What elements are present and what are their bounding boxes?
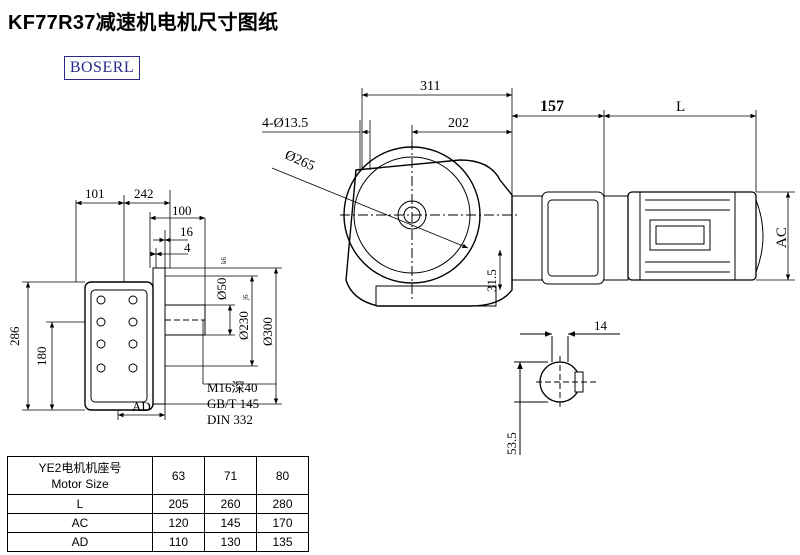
dim-phi265: Ø265 bbox=[282, 148, 317, 174]
page-title: KF77R37减速机电机尺寸图纸 bbox=[8, 12, 279, 34]
table-size-cell: 63 bbox=[152, 456, 205, 495]
table-header-cell: YE2电机机座号 Motor Size bbox=[7, 456, 153, 495]
motor-size-table: YE2电机机座号 Motor Size 63 71 80 L 205 260 2… bbox=[7, 456, 309, 552]
dim-l: L bbox=[676, 99, 685, 115]
dim-242: 242 bbox=[134, 186, 154, 201]
dim-31-5: 31.5 bbox=[484, 269, 499, 292]
table-row: AC 120 145 170 bbox=[7, 513, 309, 533]
dim-157: 157 bbox=[540, 98, 564, 115]
dim-holes: 4-Ø13.5 bbox=[262, 116, 308, 131]
dim-311: 311 bbox=[420, 79, 440, 94]
dim-phi50: Ø50 bbox=[214, 278, 229, 300]
table-cell: 110 bbox=[152, 532, 205, 552]
thread-spec-line2: GB/T 145 bbox=[207, 396, 259, 411]
table-size-cell: 80 bbox=[256, 456, 309, 495]
dim-ad: AD bbox=[132, 399, 151, 414]
dim-53-5: 53.5 bbox=[504, 432, 519, 455]
dim-phi50-tolerance: k6 bbox=[220, 257, 228, 265]
thread-spec-line1: M16深40 bbox=[207, 380, 258, 395]
table-header-line1: YE2电机机座号 bbox=[38, 460, 122, 475]
dim-286: 286 bbox=[7, 326, 22, 346]
front-view bbox=[340, 140, 764, 307]
shaft-section-labels: 14 53.5 bbox=[504, 318, 608, 455]
table-cell: 120 bbox=[152, 513, 205, 533]
dim-100: 100 bbox=[172, 203, 192, 218]
thread-spec-line3: DIN 332 bbox=[207, 412, 253, 427]
dim-202: 202 bbox=[448, 116, 469, 131]
table-row: AD 110 130 135 bbox=[7, 532, 309, 552]
dim-14: 14 bbox=[594, 318, 608, 333]
brand-logo: BOSERL bbox=[64, 56, 140, 80]
dim-180: 180 bbox=[34, 347, 49, 367]
table-cell: 145 bbox=[204, 513, 257, 533]
table-size-cell: 71 bbox=[204, 456, 257, 495]
side-view bbox=[84, 267, 206, 411]
dim-4: 4 bbox=[184, 240, 191, 255]
dim-16: 16 bbox=[180, 224, 194, 239]
front-view-dimensions bbox=[262, 88, 795, 290]
table-cell: 135 bbox=[256, 532, 309, 552]
dim-101: 101 bbox=[85, 186, 105, 201]
table-row-label: L bbox=[7, 494, 153, 514]
shaft-section bbox=[514, 331, 620, 455]
table-cell: 170 bbox=[256, 513, 309, 533]
table-row: L 205 260 280 bbox=[7, 494, 309, 514]
table-cell: 130 bbox=[204, 532, 257, 552]
front-view-labels: 311 202 4-Ø13.5 157 L Ø265 AC 31.5 bbox=[262, 79, 790, 292]
table-row-label: AD bbox=[7, 532, 153, 552]
table-cell: 260 bbox=[204, 494, 257, 514]
side-view-dimensions bbox=[22, 190, 282, 420]
side-view-labels: 101 242 100 16 4 286 180 AD Ø50 k6 Ø230 … bbox=[7, 186, 275, 427]
dim-phi300: Ø300 bbox=[260, 317, 275, 346]
table-header-row: YE2电机机座号 Motor Size 63 71 80 bbox=[7, 456, 309, 495]
table-cell: 205 bbox=[152, 494, 205, 514]
table-cell: 280 bbox=[256, 494, 309, 514]
table-header-line2: Motor Size bbox=[51, 476, 109, 491]
dim-ac: AC bbox=[774, 227, 790, 248]
table-row-label: AC bbox=[7, 513, 153, 533]
dim-phi230-tolerance: j6 bbox=[242, 294, 250, 301]
dim-phi230: Ø230 bbox=[236, 311, 251, 340]
